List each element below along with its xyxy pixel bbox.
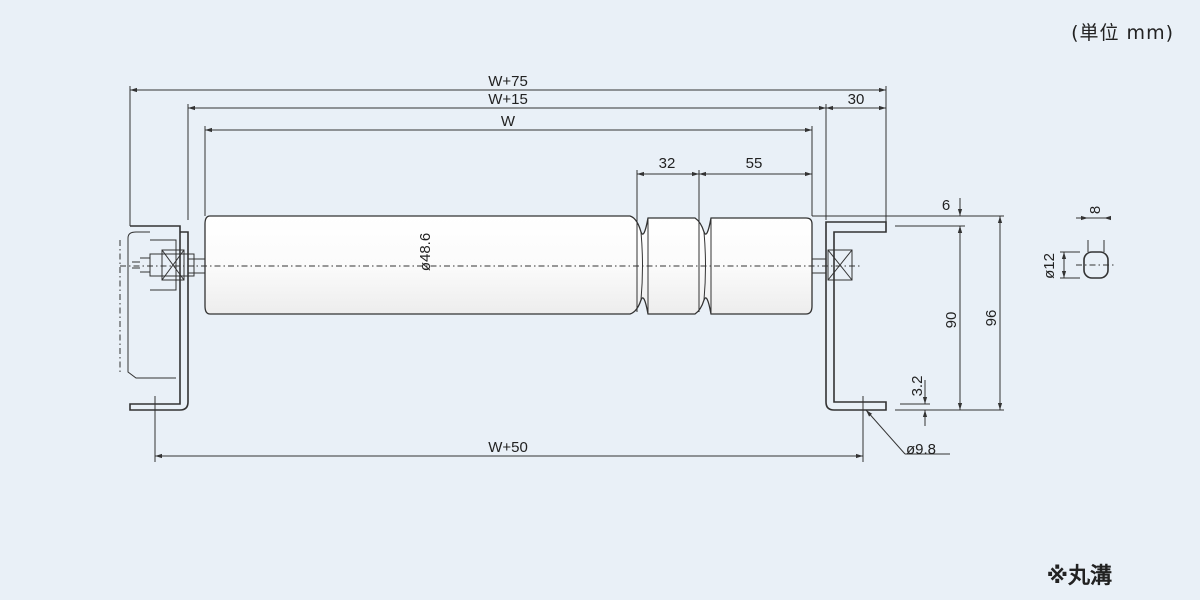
dim-w-plus-15: W+15 <box>488 91 528 108</box>
unit-label: (単位 mm) <box>1071 22 1174 44</box>
dim-w-plus-75: W+75 <box>488 73 528 90</box>
dim-phi-48-6: ø48.6 <box>417 233 434 271</box>
dim-phi-12: ø12 <box>1041 253 1058 279</box>
roller-tube <box>188 215 826 315</box>
dim-6: 6 <box>942 197 950 214</box>
dim-90: 90 <box>943 312 960 329</box>
dimension-lines <box>130 87 1003 459</box>
dim-55: 55 <box>746 155 763 172</box>
dim-96: 96 <box>983 310 1000 327</box>
shaft-end-detail <box>1060 215 1114 279</box>
right-frame <box>825 221 887 411</box>
dim-30: 30 <box>848 91 865 108</box>
dim-3-2: 3.2 <box>909 376 926 397</box>
round-groove-note: ※丸溝 <box>1046 564 1112 589</box>
dim-w-plus-50: W+50 <box>488 439 528 456</box>
dim-8: 8 <box>1087 206 1104 214</box>
extension-lines <box>129 86 1004 462</box>
left-frame <box>119 225 195 411</box>
dim-phi-9-8: ø9.8 <box>906 441 936 458</box>
dim-32: 32 <box>659 155 676 172</box>
dim-w: W <box>501 113 516 130</box>
